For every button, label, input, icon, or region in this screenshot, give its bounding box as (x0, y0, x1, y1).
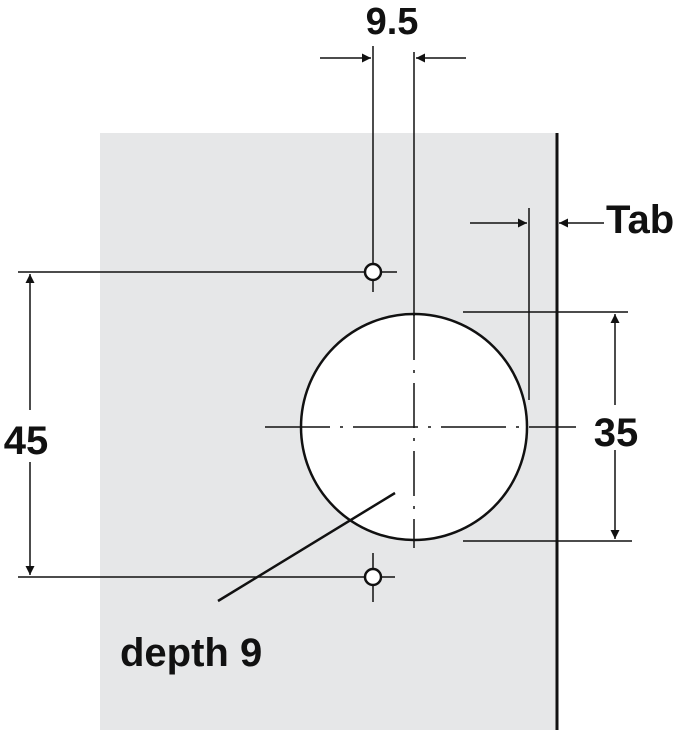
depth-label: depth 9 (120, 631, 262, 675)
screw-hole-top (363, 262, 383, 282)
depth-leader-line (217, 491, 396, 603)
tab-label: Tab (606, 198, 674, 242)
dim-45-label: 45 (4, 419, 49, 463)
dim-35-label: 35 (594, 411, 639, 455)
dim-9-5-label: 9.5 (366, 1, 419, 43)
screw-hole-bottom (363, 567, 383, 587)
